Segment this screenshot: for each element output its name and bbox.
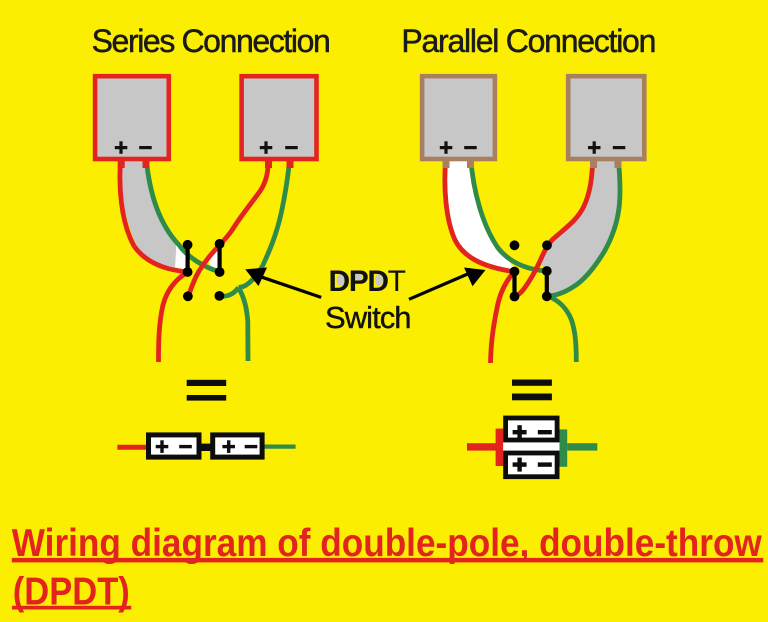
svg-text:Parallel Connection: Parallel Connection <box>401 23 656 59</box>
svg-text:Wiring diagram of double-pole,: Wiring diagram of double-pole, double-th… <box>12 522 763 565</box>
svg-text:Switch: Switch <box>325 300 412 335</box>
svg-text:Series Connection: Series Connection <box>92 23 331 59</box>
svg-text:DPDT: DPDT <box>329 265 406 298</box>
